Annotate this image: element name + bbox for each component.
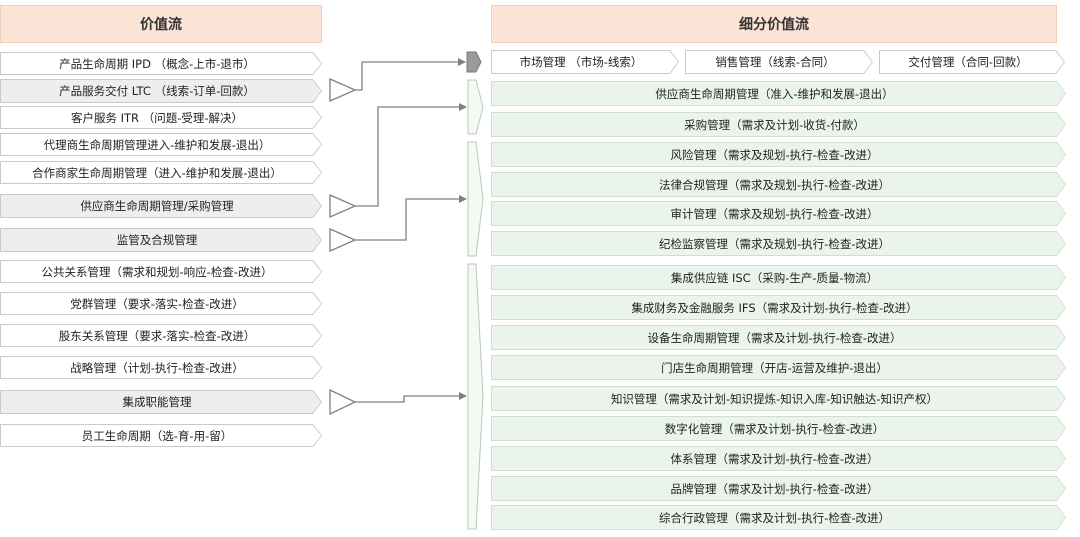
value-stream-item: 股东关系管理（要求-落实-检查-改进） (0, 324, 322, 347)
sub-value-stream-label: 审计管理（需求及规划-执行-检查-改进） (670, 206, 879, 221)
chevron-ltc (329, 78, 357, 102)
value-stream-label: 合作商家生命周期管理（进入-维护和发展-退出） (32, 165, 282, 180)
value-stream-item: 客户服务 ITR （问题-受理-解决） (0, 106, 322, 129)
value-stream-label: 公共关系管理（需求和规划-响应-检查-改进） (41, 264, 273, 279)
bracket-governance (467, 141, 484, 257)
sub-value-stream-label: 交付管理（合同-回款） (908, 55, 1028, 69)
left-header: 价值流 (0, 5, 322, 43)
value-stream-item: 集成职能管理 (0, 390, 322, 414)
sub-value-stream-label: 品牌管理（需求及计划-执行-检查-改进） (670, 481, 879, 496)
connector-integrated (355, 392, 467, 403)
sub-value-stream-label: 风险管理（需求及规划-执行-检查-改进） (670, 147, 879, 162)
bracket-integrated-functions (467, 263, 484, 530)
sub-value-stream-item: 体系管理（需求及计划-执行-检查-改进） (491, 446, 1066, 471)
sub-value-stream-item: 知识管理（需求及计划-知识提炼-知识入库-知识触达-知识产权） (491, 386, 1066, 411)
value-stream-item: 战略管理（计划-执行-检查-改进） (0, 356, 322, 379)
chevron-compliance (329, 228, 357, 252)
sub-value-stream-label: 集成财务及金融服务 IFS（需求及计划-执行-检查-改进） (631, 300, 918, 315)
value-stream-label: 监管及合规管理 (116, 233, 198, 247)
sub-value-stream-item: 数字化管理（需求及计划-执行-检查-改进） (491, 416, 1066, 441)
value-stream-label: 员工生命周期（选-育-用-留） (81, 428, 233, 443)
value-stream-item: 党群管理（要求-落实-检查-改进） (0, 292, 322, 315)
chevron-supplier (329, 194, 357, 218)
value-stream-item: 供应商生命周期管理/采购管理 (0, 194, 322, 218)
value-stream-label: 供应商生命周期管理/采购管理 (80, 199, 234, 213)
sub-value-stream-label: 体系管理（需求及计划-执行-检查-改进） (670, 451, 879, 466)
value-stream-item: 公共关系管理（需求和规划-响应-检查-改进） (0, 260, 322, 283)
sub-value-stream-label: 集成供应链 ISC（采购-生产-质量-物流） (670, 270, 879, 285)
sub-value-stream-label: 采购管理（需求及计划-收货-付款） (684, 117, 865, 132)
value-stream-item: 合作商家生命周期管理（进入-维护和发展-退出） (0, 161, 322, 184)
sub-value-stream-label: 综合行政管理（需求及计划-执行-检查-改进） (659, 510, 890, 525)
value-stream-label: 战略管理（计划-执行-检查-改进） (70, 360, 244, 375)
sub-value-stream-label: 知识管理（需求及计划-知识提炼-知识入库-知识触达-知识产权） (610, 391, 939, 406)
chevron-integrated (329, 388, 357, 416)
connector-supplier (355, 103, 467, 207)
sub-value-stream-item: 纪检监察管理（需求及规划-执行-检查-改进） (491, 231, 1066, 256)
sub-value-stream-label: 设备生命周期管理（需求及计划-执行-检查-改进） (647, 330, 902, 345)
value-stream-label: 产品服务交付 LTC （线索-订单-回款） (59, 84, 255, 98)
sub-value-stream-top-item: 销售管理（线索-合同） (685, 50, 873, 74)
value-stream-label: 代理商生命周期管理进入-维护和发展-退出） (43, 137, 271, 152)
sub-value-stream-item: 综合行政管理（需求及计划-执行-检查-改进） (491, 505, 1066, 530)
right-header: 细分价值流 (491, 5, 1057, 43)
sub-value-stream-item: 审计管理（需求及规划-执行-检查-改进） (491, 201, 1066, 226)
connector-compliance (355, 195, 467, 241)
sub-value-stream-item: 品牌管理（需求及计划-执行-检查-改进） (491, 476, 1066, 501)
value-stream-item: 代理商生命周期管理进入-维护和发展-退出） (0, 133, 322, 156)
sub-value-stream-item: 集成供应链 ISC（采购-生产-质量-物流） (491, 265, 1066, 290)
top-row-marker (466, 51, 482, 73)
connector-ltc (355, 58, 466, 91)
sub-value-stream-item: 集成财务及金融服务 IFS（需求及计划-执行-检查-改进） (491, 295, 1066, 320)
sub-value-stream-label: 纪检监察管理（需求及规划-执行-检查-改进） (659, 236, 890, 251)
value-stream-item: 产品服务交付 LTC （线索-订单-回款） (0, 79, 322, 103)
sub-value-stream-top-item: 市场管理 （市场-线索） (491, 50, 679, 74)
left-header-title: 价值流 (140, 17, 182, 33)
value-stream-label: 集成职能管理 (122, 395, 192, 409)
value-stream-label: 产品生命周期 IPD （概念-上市-退市） (59, 56, 255, 71)
sub-value-stream-label: 供应商生命周期管理（准入-维护和发展-退出） (655, 86, 894, 101)
value-stream-item: 监管及合规管理 (0, 228, 322, 252)
sub-value-stream-label: 市场管理 （市场-线索） (519, 55, 643, 69)
value-stream-label: 客户服务 ITR （问题-受理-解决） (70, 110, 243, 125)
value-stream-item: 员工生命周期（选-育-用-留） (0, 424, 322, 447)
value-stream-label: 党群管理（要求-落实-检查-改进） (70, 296, 244, 311)
sub-value-stream-top-item: 交付管理（合同-回款） (879, 50, 1065, 74)
sub-value-stream-item: 采购管理（需求及计划-收货-付款） (491, 112, 1066, 137)
bracket-supplier-procurement (467, 79, 484, 135)
right-header-title: 细分价值流 (739, 17, 809, 33)
sub-value-stream-label: 门店生命周期管理（开店-运营及维护-退出） (661, 360, 888, 375)
sub-value-stream-item: 门店生命周期管理（开店-运营及维护-退出） (491, 355, 1066, 380)
sub-value-stream-item: 法律合规管理（需求及规划-执行-检查-改进） (491, 172, 1066, 197)
sub-value-stream-item: 风险管理（需求及规划-执行-检查-改进） (491, 142, 1066, 167)
sub-value-stream-label: 法律合规管理（需求及规划-执行-检查-改进） (659, 177, 890, 192)
sub-value-stream-item: 供应商生命周期管理（准入-维护和发展-退出） (491, 81, 1066, 106)
sub-value-stream-item: 设备生命周期管理（需求及计划-执行-检查-改进） (491, 325, 1066, 350)
value-stream-item: 产品生命周期 IPD （概念-上市-退市） (0, 52, 322, 75)
sub-value-stream-label: 数字化管理（需求及计划-执行-检查-改进） (664, 421, 885, 436)
sub-value-stream-label: 销售管理（线索-合同） (715, 55, 835, 69)
value-stream-label: 股东关系管理（要求-落实-检查-改进） (58, 328, 256, 343)
